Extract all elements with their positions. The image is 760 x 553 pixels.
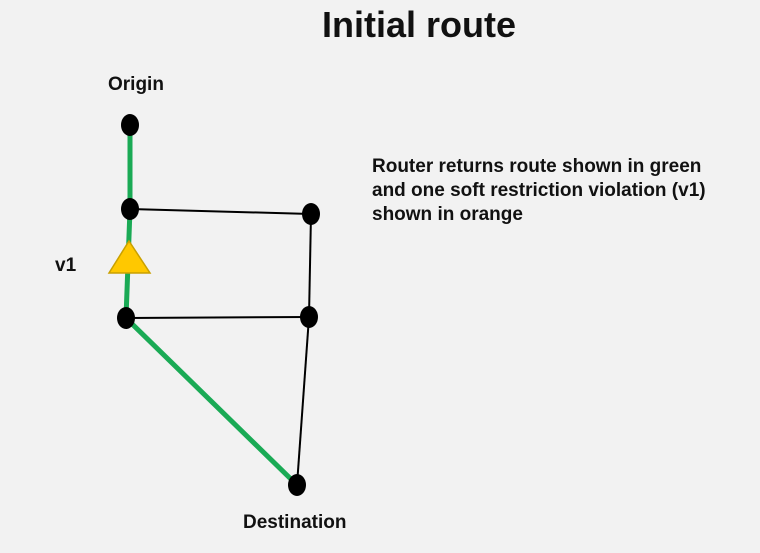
- caption: Router returns route shown in green and …: [372, 155, 752, 227]
- caption-line: shown in orange: [372, 204, 523, 225]
- edge-line: [296, 316, 310, 486]
- violation-label: v1: [55, 255, 77, 276]
- caption-line: and one soft restriction violation (v1): [372, 180, 706, 201]
- graph-node: [121, 198, 139, 220]
- destination-label: Destination: [243, 512, 347, 533]
- edge-line: [129, 208, 312, 215]
- destination-node: [288, 474, 306, 496]
- violation-triangle: [107, 239, 152, 274]
- route-path: [123, 125, 299, 487]
- edge-line: [308, 213, 312, 318]
- origin-label: Origin: [108, 74, 164, 95]
- edge-line: [125, 316, 310, 319]
- page-title: Initial route: [321, 4, 516, 45]
- origin-node: [121, 114, 139, 136]
- graph-node: [302, 203, 320, 225]
- graph-node: [117, 307, 135, 329]
- caption-line: Router returns route shown in green: [372, 156, 702, 177]
- graph-node: [300, 306, 318, 328]
